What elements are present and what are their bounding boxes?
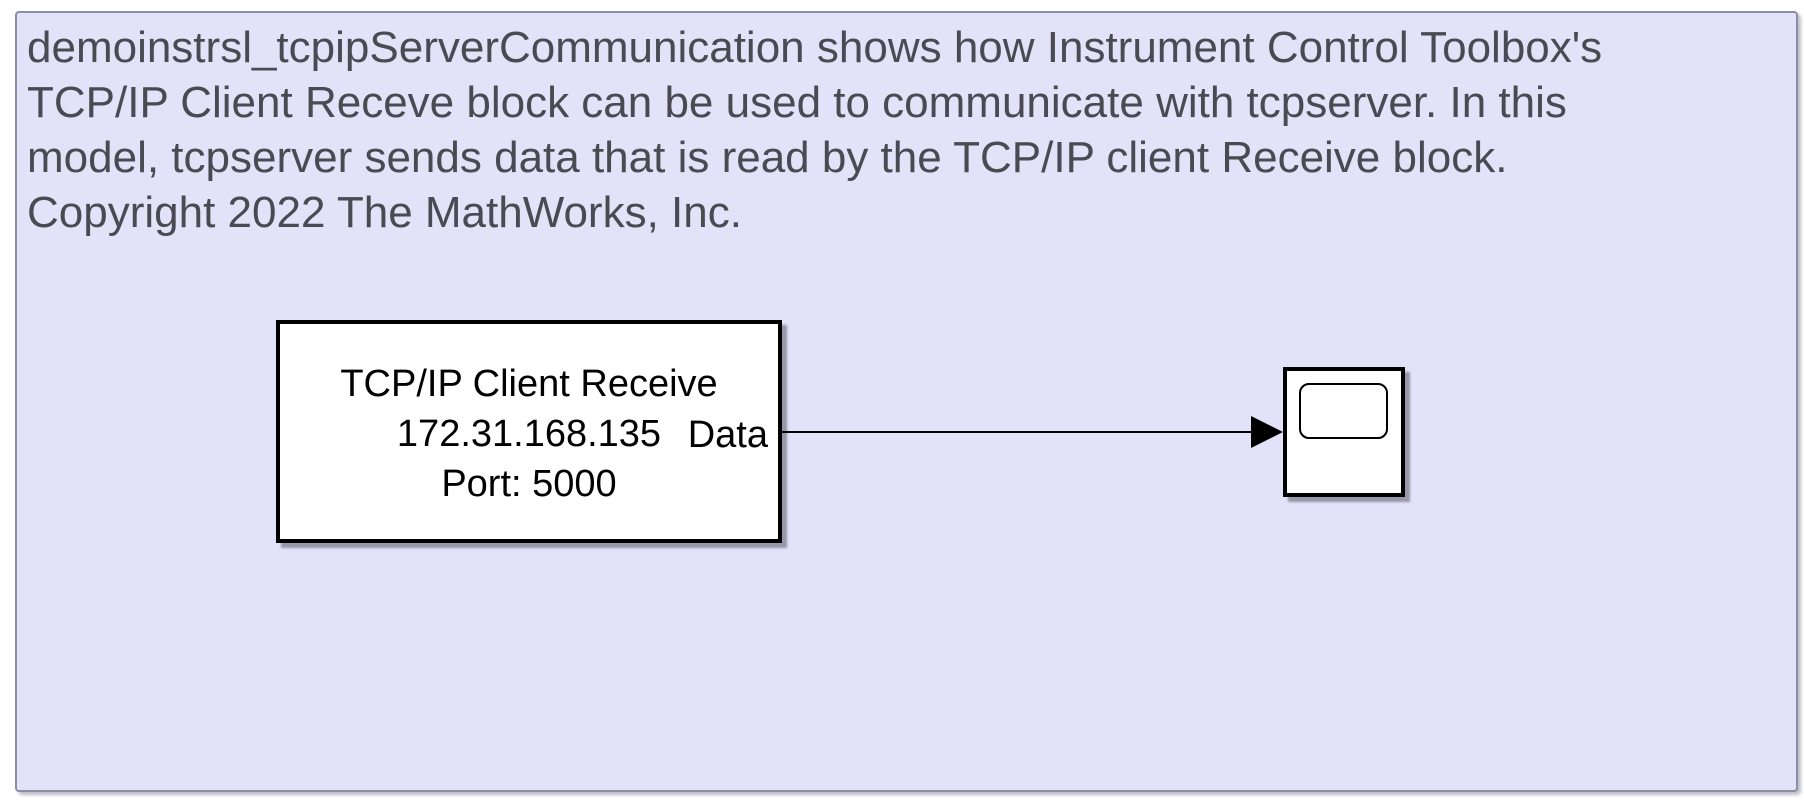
signal-wire[interactable] [782,431,1253,433]
tcpip-client-receive-block[interactable]: TCP/IP Client Receive 172.31.168.135 Por… [276,320,782,543]
annotation-line: Copyright 2022 The MathWorks, Inc. [27,188,742,237]
block-port-number: Port: 5000 [441,462,617,505]
signal-arrowhead-icon [1251,416,1283,448]
output-port-label-data: Data [687,414,768,456]
block-ip-address: 172.31.168.135 [396,412,662,455]
annotation-line: TCP/IP Client Receve block can be used t… [27,78,1567,127]
display-value-area [1299,383,1388,439]
annotation-line: model, tcpserver sends data that is read… [27,133,1508,182]
annotation-line: demoinstrsl_tcpipServerCommunication sho… [27,23,1603,72]
block-title: TCP/IP Client Receive [340,362,718,405]
annotation-text: demoinstrsl_tcpipServerCommunication sho… [27,20,1602,240]
display-block[interactable] [1283,367,1405,497]
